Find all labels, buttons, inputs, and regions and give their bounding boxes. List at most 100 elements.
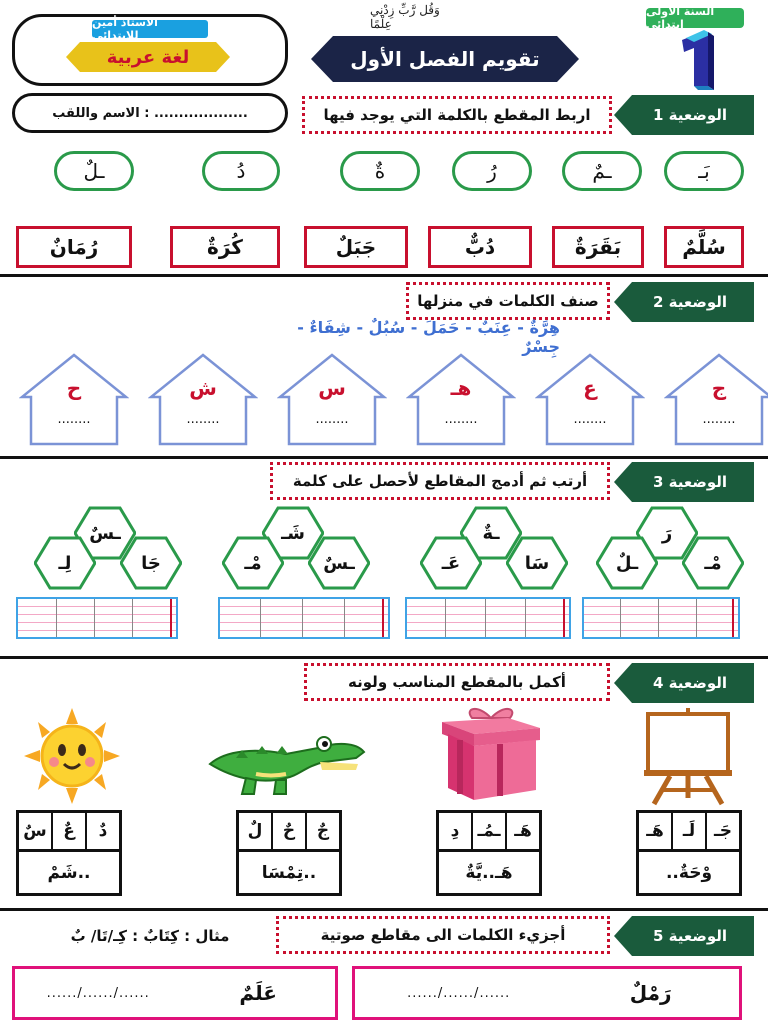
house: هـ ........ <box>405 352 517 447</box>
word-list: هِرَّةٌ - عِنَبٌ - حَمَلَ - سُبُلٌ - شِف… <box>297 318 560 356</box>
grade-badge: السنة الأولى ابتدائي <box>646 5 744 31</box>
option-cell[interactable]: هَـ <box>505 813 539 849</box>
hexagon-syllable[interactable]: لِـ <box>33 536 97 590</box>
syllable-pill[interactable]: رُ <box>452 151 532 191</box>
hexagon-syllable-text: ـلٌ <box>615 552 639 574</box>
hexagon-syllable[interactable]: ـسٌ <box>73 506 137 560</box>
option-cell[interactable]: سٌ <box>23 821 47 841</box>
hexagon-syllable[interactable]: سَا <box>505 536 569 590</box>
hexagon-syllable[interactable]: ـسٌ <box>307 536 371 590</box>
word-to-complete[interactable]: تِمْسَا.. <box>236 852 342 896</box>
word-to-complete[interactable]: شَمْ.. <box>16 852 122 896</box>
hexagon-syllable-text: جَا <box>141 552 161 574</box>
task1-instruction: اربط المقطع بالكلمة التي يوجد فيها <box>302 96 612 134</box>
hexagon-syllable[interactable]: رَ <box>635 506 699 560</box>
house-letter: ج <box>711 376 727 400</box>
hexagon-syllable-text: ـسٌ <box>89 522 121 544</box>
option-cell[interactable]: حٌ <box>271 813 305 849</box>
syllable-options: لٌ حٌ جٌ <box>236 810 342 852</box>
word-box[interactable]: بَقَرَةٌ <box>552 226 644 268</box>
hexagon-syllable[interactable]: شَـ <box>261 506 325 560</box>
split-blank[interactable]: ....../....../...... <box>407 985 511 1001</box>
option-cell[interactable]: جَـ <box>705 813 739 849</box>
gift-box-picture <box>438 704 544 802</box>
hexagon-syllable[interactable]: مْـ <box>221 536 285 590</box>
house-blank[interactable]: ........ <box>186 412 220 427</box>
writing-strip[interactable] <box>582 597 740 639</box>
writing-strip[interactable] <box>405 597 571 639</box>
hexagon-syllable[interactable]: عَـ <box>419 536 483 590</box>
hexagon-syllable-text: ـسٌ <box>323 552 355 574</box>
house: ش ........ <box>147 352 259 447</box>
complete-item: هَـ لَـ جَـ ..وْحَةٌ <box>636 810 742 896</box>
subject-banner: لغة عربية <box>66 42 230 72</box>
word-to-complete[interactable]: هَـ..يَّةٌ <box>436 852 542 896</box>
word-box[interactable]: رُمَانٌ <box>16 226 132 268</box>
option-cell[interactable]: دٌ <box>85 813 119 849</box>
section-divider <box>0 656 768 659</box>
word-box[interactable]: سُلَّمٌ <box>664 226 744 268</box>
house-blank[interactable]: ........ <box>315 412 349 427</box>
split-blank[interactable]: ....../....../...... <box>46 985 150 1001</box>
hexagon-syllable-text: مْـ <box>704 552 722 574</box>
syllable-pill[interactable]: ةٌ <box>340 151 420 191</box>
subject-text: لغة عربية <box>106 46 190 68</box>
house-blank[interactable]: ........ <box>573 412 607 427</box>
syllable-pill[interactable]: ـمٌ <box>562 151 642 191</box>
house: س ........ <box>276 352 388 447</box>
house-blank[interactable]: ........ <box>702 412 736 427</box>
option-cell[interactable]: هَـ <box>646 821 664 841</box>
house-blank[interactable]: ........ <box>57 412 91 427</box>
example-text: مثال : كِتَابٌ : كِـ/تَا/ بٌ <box>70 927 230 945</box>
house: ج ........ <box>663 352 768 447</box>
split-word: رَمْلٌ <box>629 981 672 1005</box>
syllable-pill[interactable]: ـلٌ <box>54 151 134 191</box>
section-divider <box>0 274 768 277</box>
house-blank[interactable]: ........ <box>444 412 478 427</box>
house-letter: ح <box>66 376 82 400</box>
info-panel <box>12 14 288 86</box>
name-field[interactable]: الاسم واللقب : ................... <box>12 93 288 133</box>
hexagon-syllable-text: عَـ <box>441 552 461 574</box>
house-letter: ع <box>583 376 597 400</box>
hexagon-syllable-text: سَا <box>524 552 550 574</box>
page-title-text: تقويم الفصل الأول <box>350 47 540 71</box>
syllable-options: سٌ عٌ دٌ <box>16 810 122 852</box>
hexagon-syllable[interactable]: ـلٌ <box>595 536 659 590</box>
writing-strip[interactable] <box>218 597 390 639</box>
easel-picture <box>640 706 736 806</box>
option-cell[interactable]: عٌ <box>51 813 85 849</box>
hexagon-syllable-text: مْـ <box>244 552 262 574</box>
complete-item: سٌ عٌ دٌ شَمْ.. <box>16 810 122 896</box>
hexagon-syllable[interactable]: مْـ <box>681 536 745 590</box>
option-cell[interactable]: لَـ <box>671 813 705 849</box>
hexagon-syllable-text: رَ <box>661 522 673 544</box>
house-letter: س <box>318 376 346 400</box>
writing-strip[interactable] <box>16 597 178 639</box>
task4-instruction: أكمل بالمقطع المناسب ولونه <box>304 663 610 701</box>
complete-item: لٌ حٌ جٌ تِمْسَا.. <box>236 810 342 896</box>
hexagon-syllable-text: لِـ <box>58 552 72 574</box>
syllable-pill[interactable]: دُ <box>202 151 280 191</box>
word-box[interactable]: جَبَلٌ <box>304 226 408 268</box>
section-divider <box>0 908 768 911</box>
task3-label: الوضعية 3 <box>614 462 754 502</box>
word-to-complete[interactable]: ..وْحَةٌ <box>636 852 742 896</box>
task5-label: الوضعية 5 <box>614 916 754 956</box>
hexagon-syllable[interactable]: جَا <box>119 536 183 590</box>
syllable-pill[interactable]: بَـ <box>664 151 744 191</box>
crocodile-picture <box>206 728 366 798</box>
task2-instruction: صنف الكلمات في منزلها <box>406 282 610 320</box>
number-one-logo <box>668 28 724 92</box>
option-cell[interactable]: ـمُـ <box>471 813 505 849</box>
option-cell[interactable]: لٌ <box>247 821 263 841</box>
page-title: تقويم الفصل الأول <box>311 36 579 82</box>
hexagon-syllable-text: شَـ <box>281 522 305 544</box>
word-box[interactable]: دُبٌّ <box>428 226 532 268</box>
hexagon-syllable[interactable]: ـةٌ <box>459 506 523 560</box>
option-cell[interactable]: دِ <box>450 821 460 841</box>
word-box[interactable]: كُرَةٌ <box>170 226 280 268</box>
split-box: ....../....../...... رَمْلٌ <box>352 966 742 1020</box>
sun-picture <box>20 708 124 804</box>
option-cell[interactable]: جٌ <box>305 813 339 849</box>
